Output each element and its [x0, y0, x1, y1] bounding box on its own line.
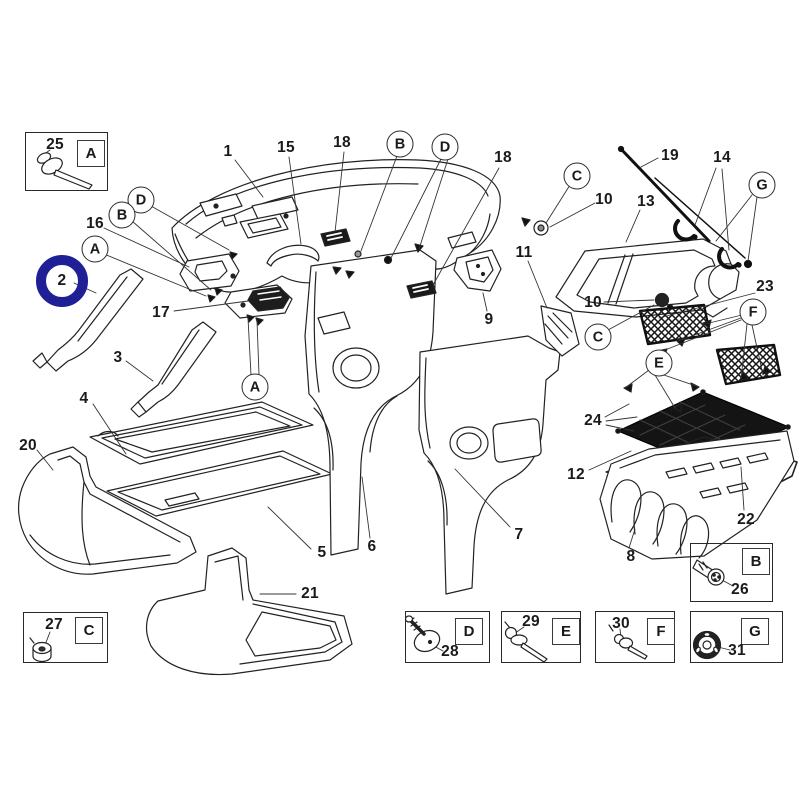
washer-head-screw-icon: [404, 615, 441, 653]
inset-box-g: [690, 611, 783, 663]
inset-part-27[interactable]: 27: [45, 616, 63, 633]
retainer-ring-icon: [692, 630, 722, 660]
callout-17[interactable]: 17: [152, 304, 170, 321]
inset-part-25[interactable]: 25: [46, 136, 64, 153]
highlight-ring-part-2: [36, 255, 88, 307]
fastener-marks: [207, 243, 772, 413]
callout-16[interactable]: 16: [86, 215, 104, 232]
part-2-a-pillar-trim: [32, 268, 144, 372]
callout-5[interactable]: 5: [317, 544, 327, 561]
callout-letter-b-1[interactable]: B: [386, 130, 414, 158]
callout-1[interactable]: 1: [223, 143, 233, 160]
callout-10a[interactable]: 10: [595, 191, 613, 208]
callout-letter-g-1[interactable]: G: [748, 171, 776, 199]
inset-box-c: [23, 612, 108, 663]
part-14-hooks: [673, 219, 753, 270]
part-8-floor-panel: [599, 430, 795, 560]
callout-15[interactable]: 15: [277, 139, 295, 156]
callout-letter-e-1[interactable]: E: [645, 349, 673, 377]
inset-letter-d: D: [455, 618, 483, 645]
callout-3[interactable]: 3: [113, 349, 123, 366]
callout-9[interactable]: 9: [484, 311, 494, 328]
callout-18a[interactable]: 18: [333, 134, 351, 151]
inset-part-30[interactable]: 30: [612, 615, 630, 632]
callout-23[interactable]: 23: [756, 278, 774, 295]
callout-24[interactable]: 24: [584, 412, 602, 429]
inset-letter-e: E: [552, 618, 580, 645]
callout-letter-a-1[interactable]: A: [81, 235, 109, 263]
callout-10b[interactable]: 10: [584, 294, 602, 311]
part-20-kick-panel: [17, 446, 197, 575]
callout-letter-a-2[interactable]: A: [241, 373, 269, 401]
inset-letter-c: C: [75, 617, 103, 644]
part-17-dome-lamp: [224, 284, 293, 326]
part-15-grab-handle: [266, 244, 355, 279]
inset-part-31[interactable]: 31: [728, 642, 746, 659]
inset-box-a: [25, 132, 108, 191]
callout-19[interactable]: 19: [661, 147, 679, 164]
callout-letter-b-2[interactable]: B: [108, 201, 136, 229]
callout-11[interactable]: 11: [515, 244, 533, 261]
inset-letter-b: B: [742, 548, 770, 575]
callout-letter-f-1[interactable]: F: [739, 298, 767, 326]
part-21-kick-panel: [145, 547, 353, 676]
part-7-quarter-trim: [418, 335, 561, 595]
inset-part-29[interactable]: 29: [522, 613, 540, 630]
callout-21[interactable]: 21: [301, 585, 319, 602]
torx-bolt-icon: [692, 559, 725, 586]
part-3-b-pillar-trim: [130, 321, 217, 418]
inset-part-28[interactable]: 28: [441, 643, 459, 660]
part-4-scuff-plate: [89, 401, 314, 465]
inset-box-e: [501, 611, 581, 663]
callout-8[interactable]: 8: [626, 548, 636, 565]
callout-14[interactable]: 14: [713, 149, 731, 166]
callout-13[interactable]: 13: [637, 193, 655, 210]
part-19-rod: [617, 145, 746, 259]
callout-20[interactable]: 20: [19, 437, 37, 454]
push-pin-rivet-icon: [36, 152, 93, 190]
inset-letter-g: G: [741, 618, 769, 645]
inset-letter-f: F: [647, 618, 675, 645]
inset-box-d: [405, 611, 490, 663]
part-11-trim: [540, 305, 580, 357]
callout-letter-c-1[interactable]: C: [563, 162, 591, 190]
callout-6[interactable]: 6: [367, 538, 377, 555]
part-10-grommets: [521, 217, 674, 311]
part-9-bracket: [453, 249, 502, 292]
callout-22[interactable]: 22: [737, 511, 755, 528]
callout-18b[interactable]: 18: [494, 149, 512, 166]
callout-letter-c-2[interactable]: C: [584, 323, 612, 351]
inset-letter-a: A: [77, 140, 105, 167]
callout-7[interactable]: 7: [514, 526, 524, 543]
inset-part-26[interactable]: 26: [731, 581, 749, 598]
rivet-pin-icon: [608, 624, 648, 660]
part-13-frame: [555, 238, 740, 318]
callout-12[interactable]: 12: [567, 466, 585, 483]
part-16-console: [179, 253, 240, 292]
callout-4[interactable]: 4: [79, 390, 89, 407]
part-18-retainers: [320, 228, 437, 299]
inset-fastener-icons: [29, 152, 725, 663]
inset-box-b: [690, 543, 773, 602]
blind-rivet-icon: [504, 621, 548, 663]
flanged-nut-icon: [29, 637, 52, 663]
callout-letter-d-1[interactable]: D: [431, 133, 459, 161]
